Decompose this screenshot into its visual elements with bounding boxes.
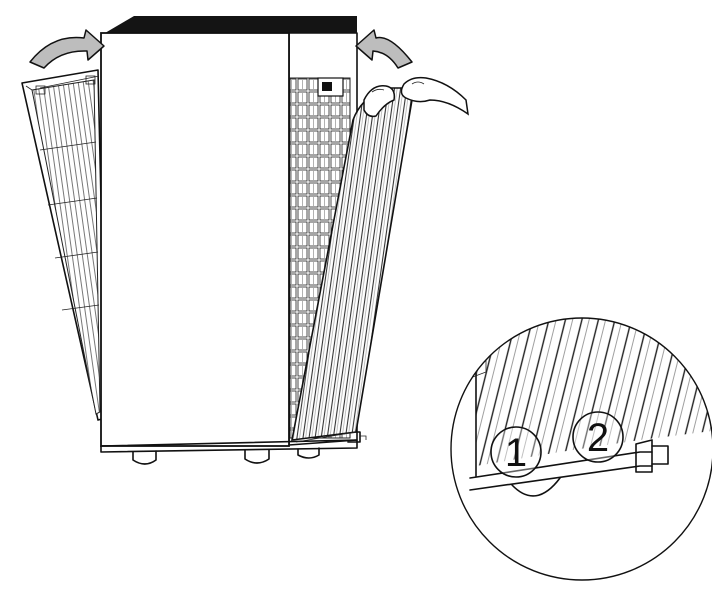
panel-latch-right — [85, 75, 96, 85]
wheels — [132, 447, 320, 465]
unit-front-face — [100, 32, 290, 447]
callout-2-label: 2 — [587, 416, 609, 460]
zoom-detail: 1 2 — [450, 317, 712, 581]
left-side-panel — [21, 69, 107, 421]
callout-1-label: 1 — [505, 431, 527, 475]
rotate-arrow-icon — [29, 29, 105, 69]
callout-2: 2 — [572, 411, 624, 463]
unit-top-face — [105, 16, 357, 33]
zoom-circle — [450, 317, 712, 581]
hand-icon — [363, 76, 469, 118]
purifier-unit — [100, 16, 367, 465]
panel-latch-left — [35, 85, 46, 95]
rotate-arrow-icon — [355, 29, 413, 69]
callout-1: 1 — [490, 426, 542, 478]
